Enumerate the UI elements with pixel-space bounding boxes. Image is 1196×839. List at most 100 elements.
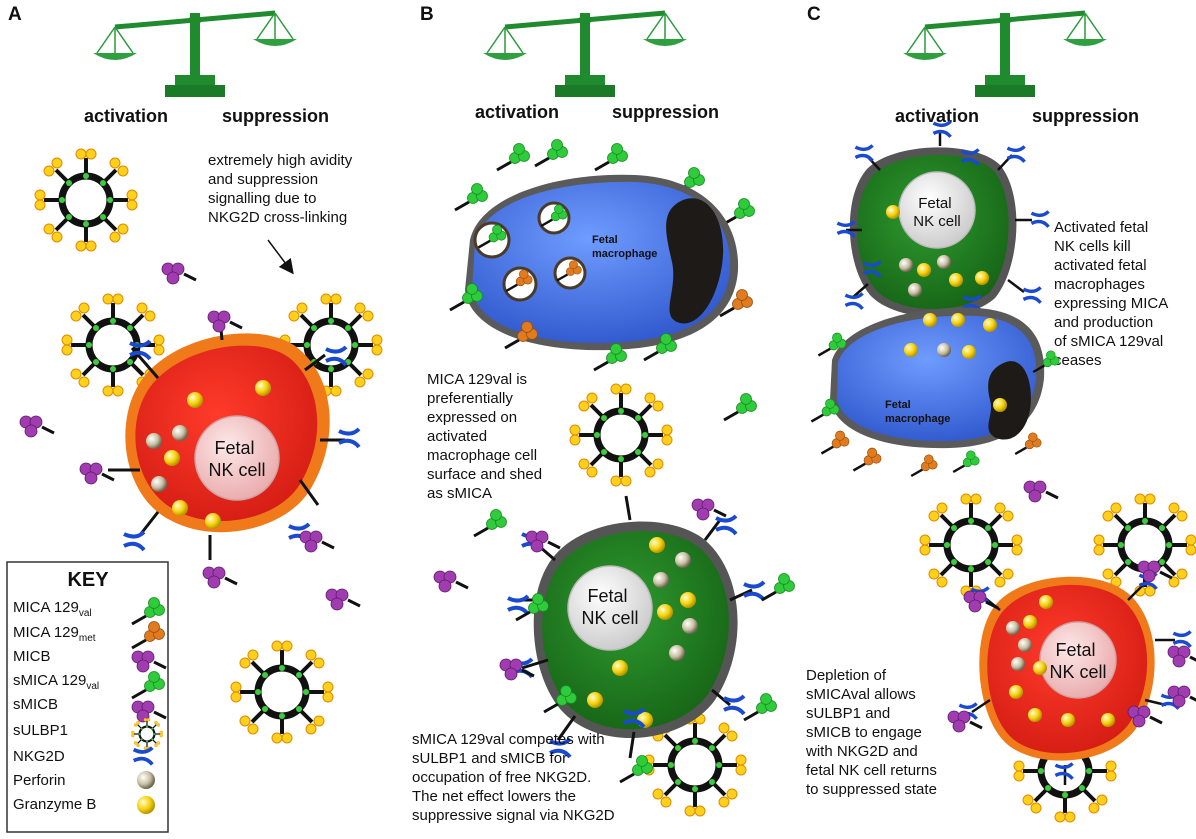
macrophage-b-label: Fetal macrophage <box>592 234 657 260</box>
perforin-icon <box>137 771 155 789</box>
panel-b-activation: activation <box>475 102 559 122</box>
smica-icon <box>760 572 796 602</box>
sulbp1-icon <box>231 641 333 743</box>
panel-c-suppression: suppression <box>1032 106 1139 126</box>
panel-b-letter: B <box>420 4 434 25</box>
smica-icon <box>618 754 654 784</box>
micb-icon <box>690 497 728 522</box>
perforin-icon <box>1011 657 1025 671</box>
panel-a-arrow <box>267 239 294 275</box>
key-label: Perforin <box>13 772 66 789</box>
perforin-icon <box>899 258 913 272</box>
perforin-icon <box>1018 638 1032 652</box>
granzyme-icon <box>904 343 918 357</box>
perforin-icon <box>937 343 951 357</box>
key-label: Granzyme B <box>13 796 96 813</box>
perforin-icon <box>172 425 188 441</box>
perforin-icon <box>675 552 691 568</box>
smicb-icon <box>432 569 470 594</box>
smica-icon <box>472 508 508 538</box>
panel-b: Fetal macrophage MICA 129val is preferen… <box>412 138 796 824</box>
key-label: sULBP1 <box>13 722 68 739</box>
macrophage-b-nucleus <box>666 198 724 324</box>
micb-icon <box>1166 644 1196 669</box>
panel-c-letter: C <box>807 4 821 25</box>
micb-icon <box>946 709 984 734</box>
granzyme-icon <box>172 500 188 516</box>
macrophage-c <box>837 315 1037 442</box>
key-label: MICA 129met <box>13 624 96 644</box>
granzyme-icon <box>1033 661 1047 675</box>
nk-cell-c-nucleus <box>1039 621 1117 699</box>
granzyme-icon <box>187 392 203 408</box>
micb-icon <box>201 565 239 590</box>
micb-icon <box>18 414 56 439</box>
panel-b-note-bottom: sMICA 129val competes with sULBP1 and sM… <box>412 731 615 824</box>
granzyme-icon <box>949 273 963 287</box>
nkg2d-icon <box>853 143 875 163</box>
nk-cell-c-label: Fetal NK cell <box>1049 640 1106 682</box>
key-label: sMICA 129val <box>13 672 99 692</box>
key-label: sMICB <box>13 696 58 713</box>
micb-icon <box>206 309 244 334</box>
macrophage-b <box>472 181 731 344</box>
smica-icon <box>495 142 531 172</box>
panel-c-note-top: Activated fetal NK cells kill activated … <box>1054 219 1172 369</box>
smica-icon <box>593 142 629 172</box>
granzyme-icon <box>587 692 603 708</box>
granzyme-icon <box>657 604 673 620</box>
micb-icon <box>160 261 198 286</box>
mica-met-icon <box>852 446 883 472</box>
granzyme-icon <box>1028 708 1042 722</box>
nk-cell-b-nucleus <box>567 565 653 651</box>
granzyme-icon <box>1101 713 1115 727</box>
perforin-icon <box>146 433 162 449</box>
granzyme-icon <box>951 313 965 327</box>
panel-a-letter: A <box>8 4 22 25</box>
mica-met-icon <box>820 429 851 455</box>
nkg2d-icon <box>1029 209 1051 229</box>
perforin-icon <box>151 476 167 492</box>
perforin-icon <box>682 618 698 634</box>
nk-a-granules <box>146 380 271 529</box>
perforin-icon <box>1006 621 1020 635</box>
mica-met-icon <box>1014 431 1043 456</box>
key-title: KEY <box>67 569 109 591</box>
panel-a-suppression: suppression <box>222 106 329 126</box>
panel-c-note-bottom: Depletion of sMICAval allows sULBP1 and … <box>805 667 941 798</box>
key-label: MICA 129val <box>13 599 92 619</box>
panel-b-suppression: suppression <box>612 102 719 122</box>
granzyme-icon <box>886 205 900 219</box>
nkg2d-icon <box>1005 144 1027 164</box>
granzyme-icon <box>1023 615 1037 629</box>
balance-scale-icon-a <box>93 13 297 97</box>
granzyme-icon <box>205 513 221 529</box>
mica-val-icon <box>810 397 841 423</box>
smica-icon <box>742 692 778 722</box>
granzyme-icon <box>1061 713 1075 727</box>
key-label: MICB <box>13 648 51 665</box>
small-nk-cell-label: Fetal NK cell <box>913 195 961 230</box>
sulbp1-icon <box>35 149 137 251</box>
sulbp1-icon <box>570 384 672 486</box>
granzyme-icon <box>917 263 931 277</box>
granzyme-icon <box>137 796 155 814</box>
panel-a: extremely high avidity and suppression s… <box>6 149 382 833</box>
micb-icon <box>78 461 116 486</box>
granzyme-icon <box>993 398 1007 412</box>
granzyme-icon <box>923 313 937 327</box>
perforin-icon <box>669 645 685 661</box>
macrophage-c-nucleus <box>988 361 1031 440</box>
panel-c: Fetal NK cell Activated fetal <box>805 119 1196 822</box>
panel-c-activation: activation <box>895 106 979 126</box>
nk-cell-a-label: Fetal NK cell <box>208 438 265 480</box>
granzyme-icon <box>255 380 271 396</box>
mica-met-icon <box>910 453 939 478</box>
macrophage-c-label: Fetal macrophage <box>885 399 950 425</box>
panel-a-activation: activation <box>84 106 168 126</box>
nkg2d-icon <box>122 530 146 552</box>
nkg2d-icon <box>843 291 865 311</box>
granzyme-icon <box>983 318 997 332</box>
granzyme-icon <box>1009 685 1023 699</box>
